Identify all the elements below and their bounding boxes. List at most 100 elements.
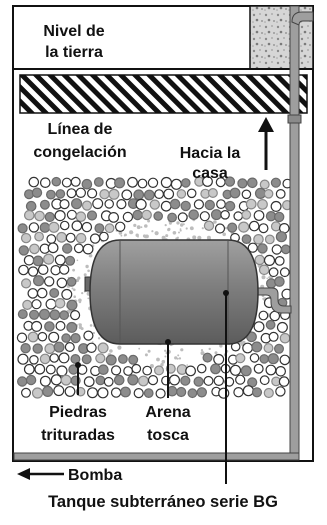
sand-grain [87, 297, 90, 300]
gravel-stone [114, 221, 126, 232]
sand-grain [160, 363, 164, 367]
gravel-stone [251, 387, 263, 398]
gravel-stone [259, 179, 270, 190]
gravel-stone [71, 220, 83, 232]
gravel-stone [280, 244, 291, 255]
gravel-stone [247, 177, 258, 189]
sand-grain [179, 229, 182, 232]
sand-grain [140, 226, 143, 229]
gravel-stone [241, 209, 252, 220]
gravel-stone [169, 198, 181, 210]
sand-grain [154, 231, 159, 236]
sand-grain [129, 230, 134, 235]
leader-dot-tank [223, 290, 229, 296]
sand-grain [135, 233, 139, 237]
sand-grain [164, 224, 167, 227]
gravel-stone [258, 310, 269, 321]
sand-grain [144, 224, 148, 228]
gravel-stone [237, 178, 248, 189]
gravel-stone [251, 341, 263, 353]
gravel-stone [97, 342, 109, 354]
gravel-stone [49, 353, 59, 363]
gravel-stone [65, 232, 76, 243]
gravel-stone [227, 222, 238, 233]
gravel-stone [196, 363, 207, 374]
gravel-stone [46, 189, 56, 200]
gravel-stone [114, 177, 126, 189]
gravel-stone [17, 309, 28, 320]
gravel-stone [203, 220, 215, 231]
gravel-stone [86, 188, 98, 199]
sand-grain [180, 223, 184, 227]
gravel-stone [186, 188, 197, 199]
gravel-stone [20, 232, 32, 244]
gravel-stone [253, 363, 264, 374]
gravel-stone [54, 297, 66, 309]
gravel-stone [39, 353, 51, 365]
gravel-stone [264, 234, 275, 245]
arrow-left-icon [17, 468, 64, 480]
gravel-stone [83, 330, 94, 341]
sand-grain [222, 232, 226, 237]
gravel-stone [163, 188, 175, 200]
sand-grain [149, 364, 154, 368]
sand-grain [197, 235, 202, 240]
sand-grain [172, 231, 177, 235]
gravel-stone [257, 243, 268, 254]
bg-series-tank [84, 239, 259, 345]
gravel-stone [274, 343, 285, 354]
gravel-stone [110, 387, 122, 398]
gravel-stone [104, 223, 115, 234]
sand-grain [92, 331, 95, 335]
leader-dot-crushed-stone [75, 362, 81, 368]
gravel-stone [56, 365, 68, 377]
gravel-stone [95, 353, 106, 364]
gravel-stone [34, 231, 44, 242]
sand-grain [214, 351, 218, 355]
gravel-stone [32, 343, 43, 354]
gravel-stone [275, 365, 286, 377]
sand-grain [161, 235, 166, 240]
riser-pipe [289, 5, 300, 454]
gravel-stone [50, 374, 63, 386]
gravel-stone [82, 243, 94, 255]
gravel-stone [180, 200, 191, 212]
gravel-stone [47, 242, 59, 254]
frost-line-label-line-2: congelación [33, 144, 126, 161]
gravel-stone [25, 374, 37, 386]
gravel-stone [253, 210, 265, 221]
sand-grain [167, 227, 171, 231]
gravel-stone [259, 354, 269, 364]
gravel-stone [279, 267, 290, 278]
gravel-stone [210, 209, 222, 221]
gravel-stone [58, 352, 70, 364]
gravel-stone [55, 320, 66, 331]
gravel-stone [42, 385, 54, 397]
gravel-stone [43, 253, 55, 265]
gravel-stone [143, 189, 155, 201]
sand-grain [179, 228, 182, 231]
gravel-stone [147, 375, 159, 386]
coarse-sand-label-line-2: tosca [147, 427, 189, 444]
gravel-stone [265, 319, 276, 330]
gravel-stone [28, 222, 40, 233]
gravel-stone [267, 353, 279, 365]
ground-level-label-line-2: la tierra [45, 44, 103, 61]
gravel-stone [263, 254, 276, 266]
gravel-stone [37, 264, 49, 275]
gravel-stone [94, 223, 105, 234]
gravel-stone [275, 188, 286, 199]
gravel-stone [59, 310, 69, 321]
gravel-stone [257, 198, 268, 210]
gravel-stone [61, 243, 73, 254]
sand-grain [200, 349, 204, 352]
gravel-stone [207, 188, 218, 199]
sand-grain [133, 223, 137, 227]
gravel-stone [61, 177, 72, 188]
gravel-stone [65, 255, 76, 266]
gravel-stone [187, 388, 198, 399]
gravel-stone [259, 375, 270, 386]
ground-level-label-line-1: Nivel de [43, 23, 104, 40]
sand-grain [182, 223, 185, 226]
gravel-stone [70, 198, 83, 210]
